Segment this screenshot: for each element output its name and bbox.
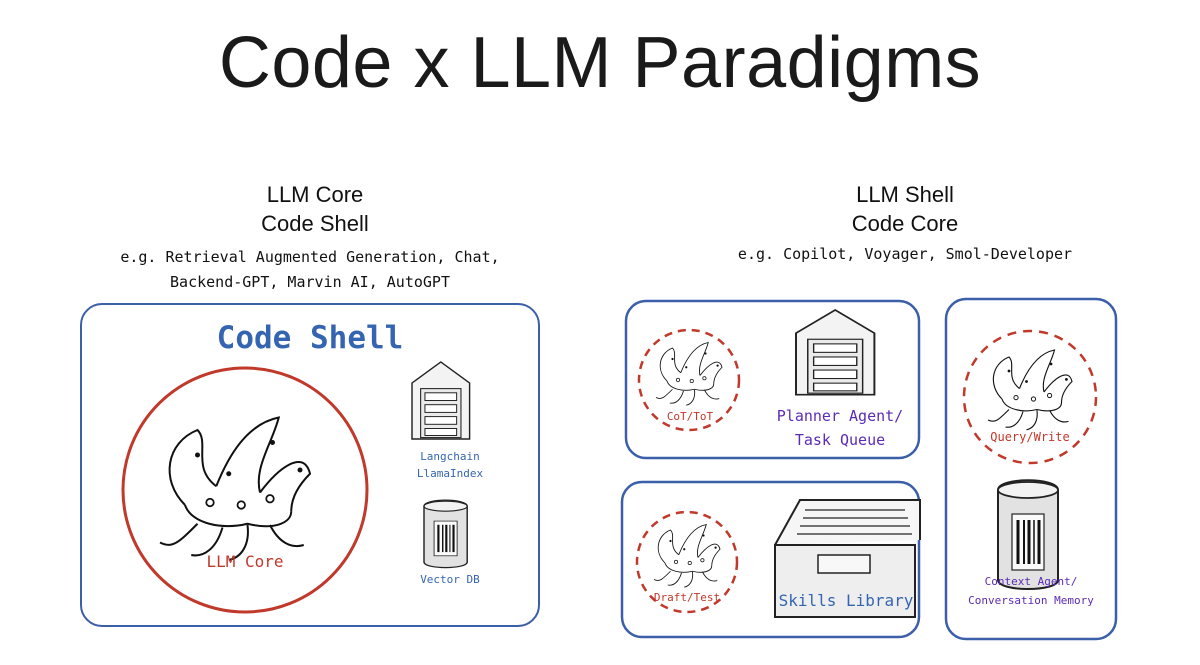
right-heading: LLM Shell Code Core [745,180,1065,238]
context-label-line1: Context Agent/ [984,575,1078,588]
context-label: Context Agent/ Conversation Memory [950,572,1112,610]
octopus-icon [655,342,723,406]
planner-box [624,299,921,460]
left-heading-line2: Code Shell [261,211,369,236]
right-examples: e.g. Copilot, Voyager, Smol-Developer [737,245,1073,263]
left-heading: LLM Core Code Shell [150,180,480,238]
file-drawer-icon [774,499,921,618]
planner-label-line1: Planner Agent/ [776,407,904,425]
octopus-icon [653,524,721,588]
left-examples: e.g. Retrieval Augmented Generation, Cha… [60,245,560,295]
code-shell-box [80,303,540,627]
query-label: Query/Write [990,430,1070,444]
draft-label: Draft/Test [653,591,721,604]
octopus-icon [987,349,1073,431]
skills-label: Skills Library [778,591,914,610]
right-heading-line1: LLM Shell [856,182,954,207]
planner-label: Planner Agent/ Task Queue [760,404,920,452]
context-label-line2: Conversation Memory [968,594,1094,607]
llm-core-circle [121,366,369,614]
framework-label: Langchain LlamaIndex [395,448,505,482]
left-heading-line1: LLM Core [266,182,364,207]
code-shell-title: Code Shell [216,320,404,356]
llm-core-label: LLM Core [206,552,284,571]
framework-label-line1: Langchain [420,450,480,463]
left-examples-line1: e.g. Retrieval Augmented Generation, Cha… [120,248,500,266]
right-heading-line2: Code Core [851,211,959,236]
warehouse-icon [411,361,471,440]
context-box [944,297,1118,641]
framework-label-line2: LlamaIndex [416,467,484,480]
planner-label-line2: Task Queue [794,431,886,449]
warehouse-icon [795,309,876,396]
skills-box [620,480,921,639]
database-icon [422,499,469,569]
cot-circle [637,328,741,432]
left-examples-line2: Backend-GPT, Marvin AI, AutoGPT [170,273,450,291]
query-circle [962,329,1098,465]
vector-db-label: Vector DB [420,573,480,586]
cot-label: CoT/ToT [666,410,714,423]
draft-circle [635,510,739,614]
octopus-icon [159,416,311,561]
page-title: Code x LLM Paradigms [218,23,982,103]
